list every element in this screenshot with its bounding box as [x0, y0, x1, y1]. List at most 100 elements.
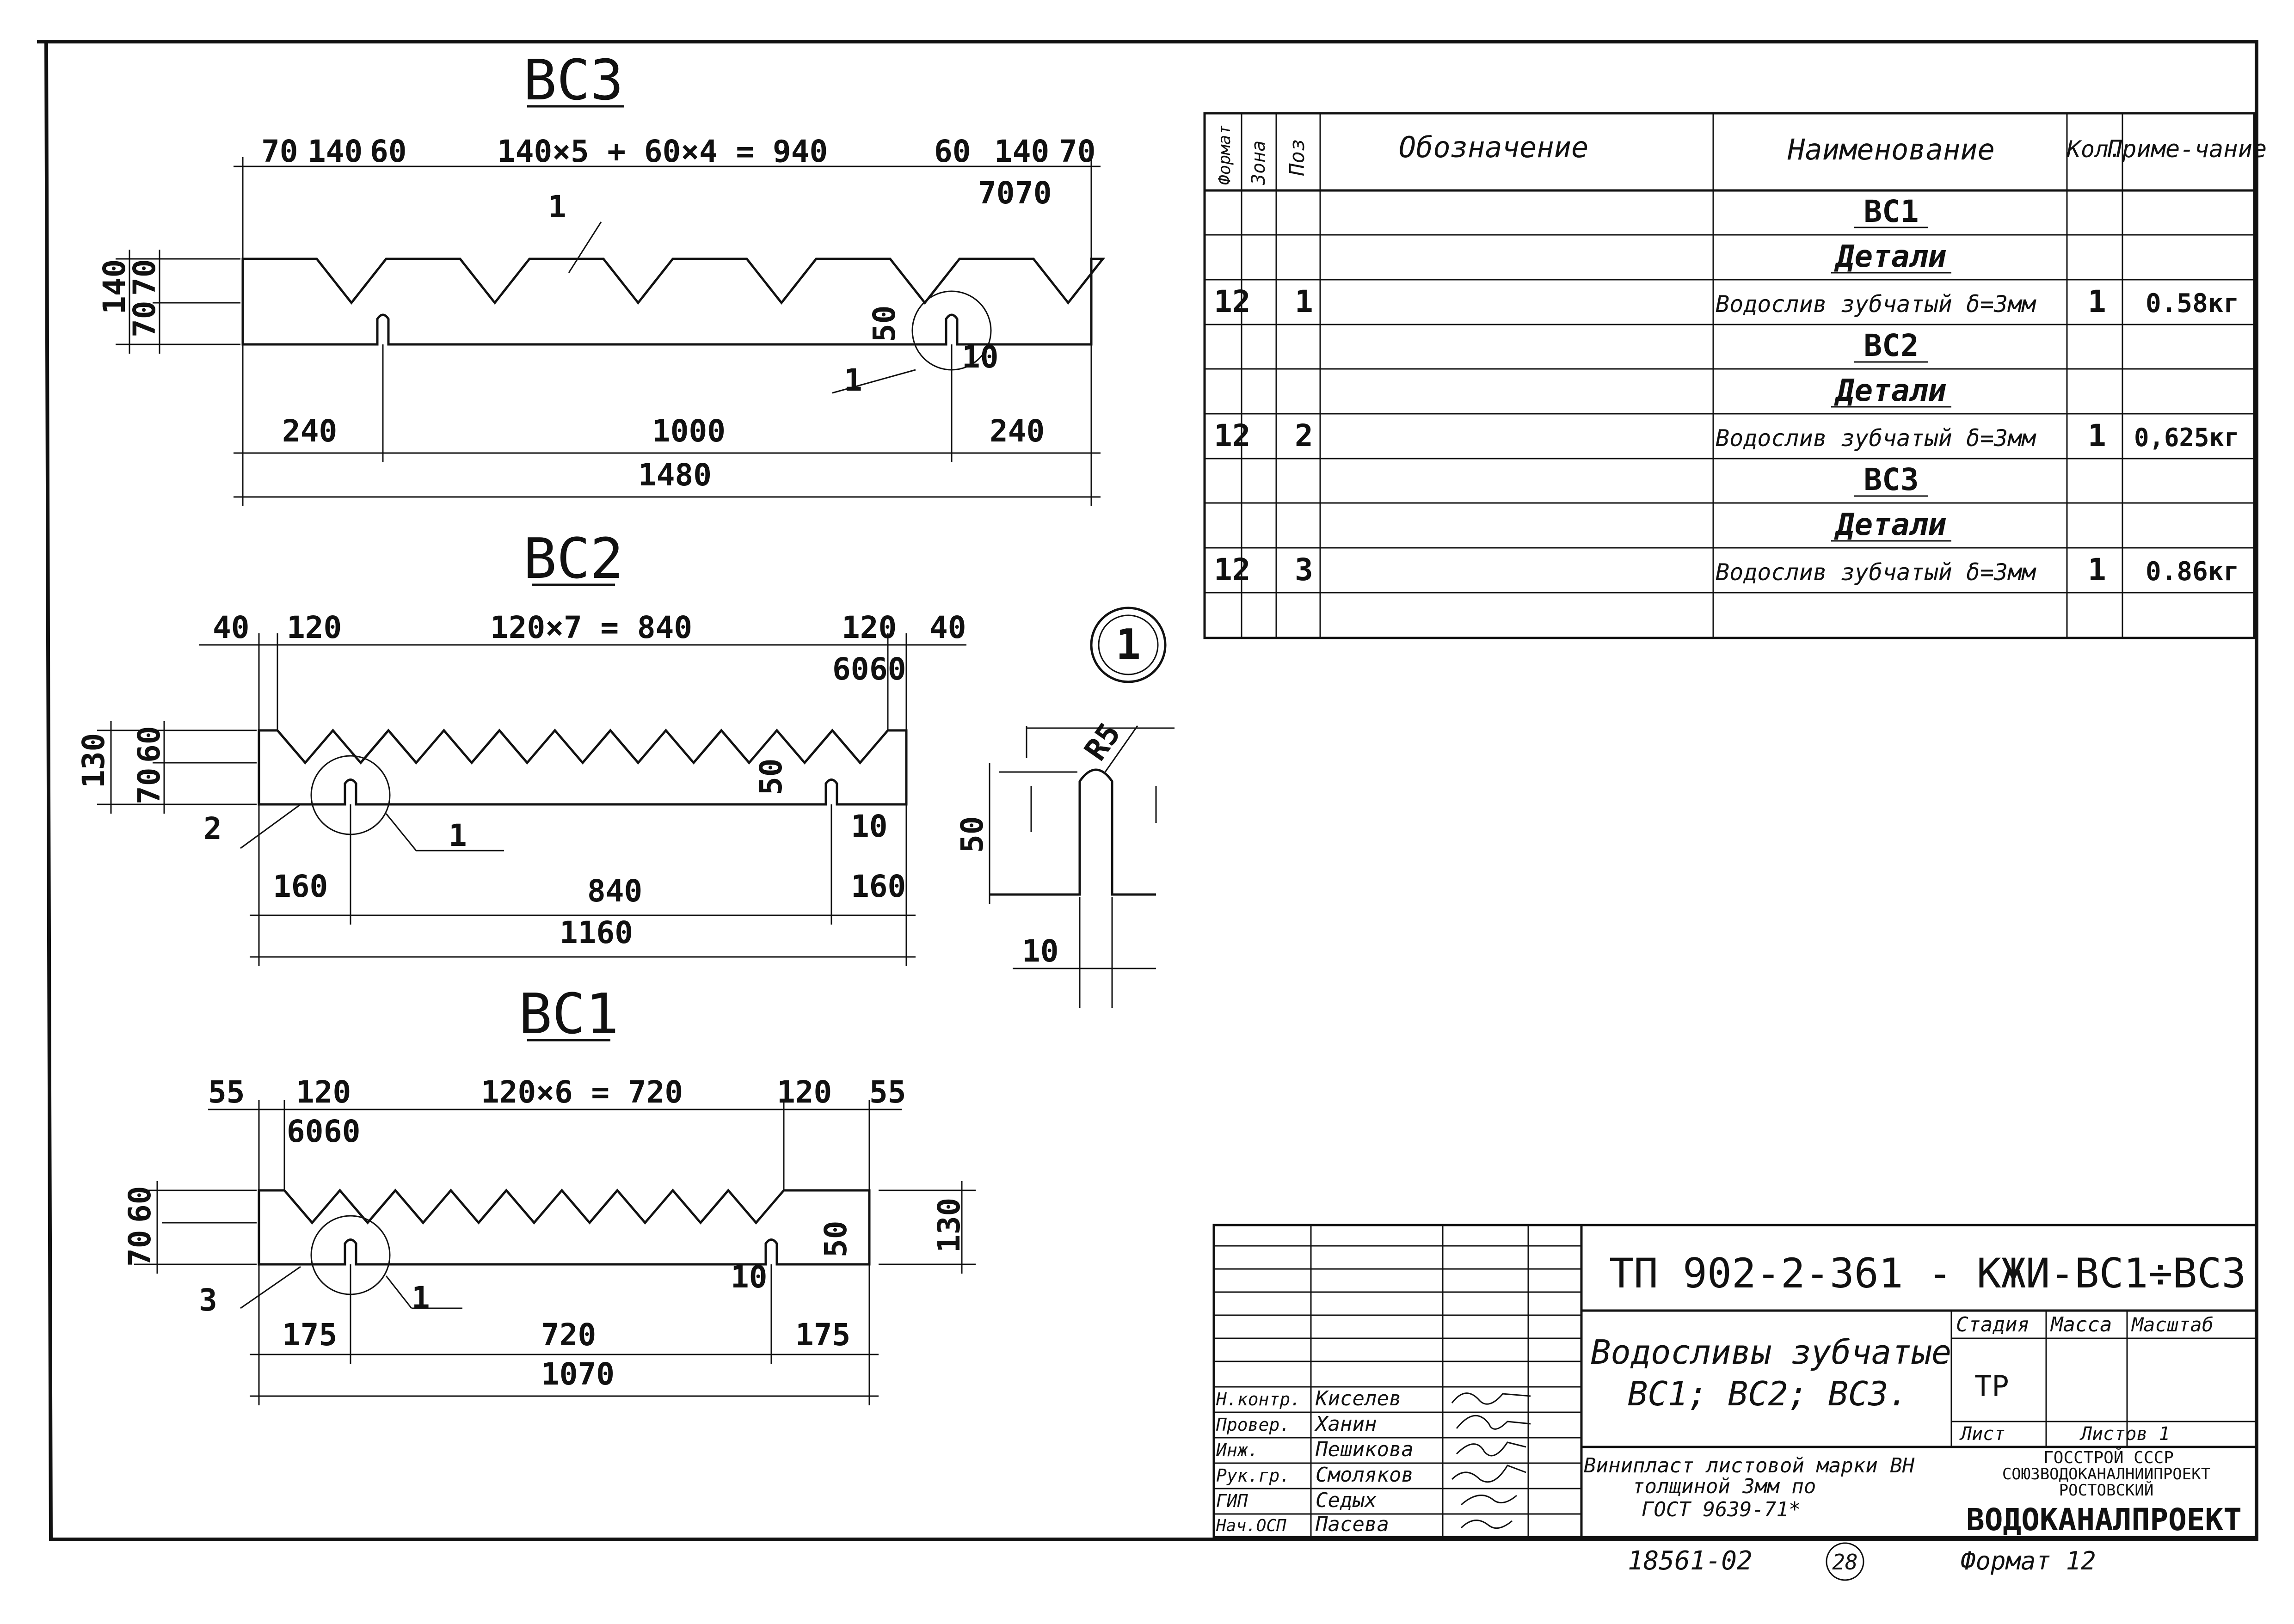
spec-row-qty: 1: [2088, 284, 2106, 319]
signer-name: Седых: [1316, 1489, 1377, 1512]
dim: 120×7 = 840: [490, 610, 692, 645]
org-line4: ВОДОКАНАЛПРОЕКТ: [1966, 1502, 2242, 1538]
dim: 1000: [652, 413, 726, 449]
weir-outline-bc3: [241, 257, 1106, 346]
doc-code: ТП 902-2-361 - КЖИ-ВС1÷ВС3: [1609, 1250, 2246, 1297]
dim: 55: [869, 1074, 906, 1110]
table-row: ВС3: [1854, 462, 1928, 497]
spec-row-name: ВС1: [1863, 194, 1919, 229]
signer-role: Рук.гр.: [1216, 1465, 1290, 1486]
dim: 140×5 + 60×4 = 940: [497, 134, 828, 169]
dim: 120: [296, 1074, 351, 1110]
signer-name: Смоляков: [1316, 1463, 1414, 1487]
dim-overall: 1070: [541, 1356, 615, 1392]
detail-height: 50: [954, 816, 990, 853]
view-title-bc2: ВС2: [523, 527, 624, 591]
org-line1: ГОССТРОЙ СССР: [2043, 1448, 2174, 1467]
dim: 60: [324, 1114, 360, 1149]
stage-header: Стадия: [1956, 1313, 2030, 1336]
org-line3: РОСТОВСКИЙ: [2059, 1481, 2154, 1500]
drawing-title-line1: Водосливы зубчатые: [1591, 1333, 1951, 1372]
dim: 60: [869, 651, 906, 687]
dim: 140: [994, 134, 1049, 169]
spec-row-format: 12: [1214, 552, 1250, 588]
dim: 10: [731, 1259, 767, 1295]
dim: 840: [587, 873, 642, 909]
dim: 70: [127, 301, 162, 337]
dim: 50: [867, 306, 902, 342]
spec-row-name: Водослив зубчатый δ=3мм: [1716, 291, 2036, 318]
callout: 1: [548, 189, 566, 225]
table-row: 12 1 Водослив зубчатый δ=3мм 1 0.58кг: [1214, 284, 2239, 319]
view-bc2: ВС2 40 120 120×7 = 840 120 40 60 60 130 …: [76, 527, 966, 966]
dim: 70: [261, 134, 298, 169]
view-bc3: ВС3 70 140 60 140×5 + 60×4 = 940 60 140 …: [97, 49, 1106, 506]
org-line2: СОЮЗВОДОКАНАЛНИИПРОЕКТ: [2002, 1465, 2210, 1483]
table-row: ВС2: [1854, 328, 1928, 363]
dim: 60: [370, 134, 406, 169]
dim: 120: [842, 610, 897, 645]
table-row: Детали: [1831, 239, 1951, 274]
weir-outline-bc2: [258, 729, 908, 806]
spec-row-note: 0.58кг: [2146, 288, 2239, 319]
dim: 175: [795, 1317, 850, 1353]
signer-name: Пешикова: [1315, 1438, 1414, 1461]
dim: 50: [753, 759, 789, 795]
signer-name: Ханин: [1314, 1412, 1377, 1436]
view-bc1: ВС1 55 120 120×6 = 720 120 55 60 60 70 6…: [122, 982, 976, 1405]
material-line3: ГОСТ 9639-71*: [1642, 1498, 1801, 1521]
dim: 55: [208, 1074, 245, 1110]
signer-name: Пасева: [1315, 1513, 1389, 1536]
page-number: 28: [1832, 1550, 1857, 1575]
dim: 60: [131, 726, 167, 763]
weir-outline-bc1: [258, 1189, 871, 1266]
table-row: Детали: [1831, 507, 1951, 542]
spec-row-qty: 1: [2088, 552, 2106, 588]
dim: 130: [931, 1198, 967, 1253]
spec-header-name: Наименование: [1787, 133, 1995, 166]
dim: 160: [273, 869, 328, 904]
view-title-bc3: ВС3: [523, 49, 624, 113]
stage-value: ТР: [1974, 1369, 2009, 1403]
dim: 140: [97, 259, 132, 314]
signer-role: Провер.: [1216, 1415, 1290, 1435]
dim: 50: [818, 1221, 854, 1257]
spec-row-pos: 1: [1295, 284, 1313, 319]
spec-row-note: 0.86кг: [2146, 557, 2239, 587]
dim: 60: [122, 1186, 158, 1223]
sheet-footer: 18561-02 28 Формат 12: [1628, 1542, 2096, 1581]
table-row: 12 3 Водослив зубчатый δ=3мм 1 0.86кг: [1214, 552, 2239, 588]
signer-role: Н.контр.: [1216, 1389, 1301, 1410]
dim: 10: [851, 809, 887, 844]
mass-header: Масса: [2050, 1313, 2112, 1336]
dim: 70: [122, 1230, 158, 1267]
spec-row-name: ВС2: [1863, 328, 1919, 363]
dim: 10: [962, 339, 998, 375]
dim: 60: [934, 134, 971, 169]
dim: 60: [287, 1114, 323, 1149]
detail-marker: 1: [1116, 620, 1141, 669]
dim: 70: [127, 259, 162, 296]
signatures: [1451, 1392, 1531, 1529]
dim: 70: [131, 768, 167, 804]
signer-role: Нач.ОСП: [1216, 1516, 1286, 1535]
spec-row-pos: 2: [1295, 418, 1313, 453]
spec-row-name: Водослив зубчатый δ=3мм: [1716, 425, 2036, 452]
dim: 120: [777, 1074, 832, 1110]
spec-row-name: Детали: [1834, 507, 1946, 542]
spec-header-zone: Зона: [1248, 141, 1269, 185]
dim: 70: [978, 175, 1015, 211]
signer-role: Инж.: [1216, 1440, 1259, 1460]
callout: 1: [449, 818, 467, 853]
dim: 120×6 = 720: [481, 1074, 683, 1110]
spec-header-format: Формат: [1215, 125, 1234, 185]
spec-row-name: Детали: [1834, 239, 1946, 274]
dim-overall: 1160: [560, 915, 633, 950]
specification-table: Формат Зона Поз Обозначение Наименование…: [1203, 112, 2267, 639]
dim: 240: [282, 413, 337, 449]
table-row: Детали: [1831, 373, 1951, 408]
dim: 130: [76, 733, 111, 788]
spec-row-note: 0,625кг: [2134, 423, 2239, 452]
signer-name: Киселев: [1315, 1387, 1401, 1410]
signer-role: ГИП: [1216, 1491, 1248, 1511]
